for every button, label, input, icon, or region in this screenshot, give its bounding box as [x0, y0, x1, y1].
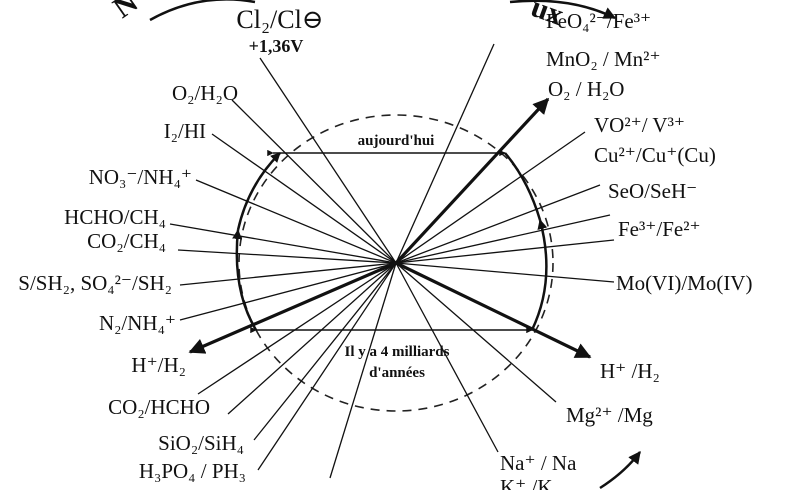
outer-arc-bottom-right [599, 451, 641, 490]
left-couple: O₂/H₂O [172, 81, 238, 105]
left-couple: N₂/NH₄⁺ [99, 311, 176, 335]
right-couple: O₂ / H₂O [548, 77, 624, 101]
outer-arc-left-text: N [107, 0, 144, 25]
outer-arc-left [149, 0, 256, 22]
bold-arrow-o2 [394, 97, 550, 265]
right-couple: Fe³⁺/Fe²⁺ [618, 217, 701, 241]
left-couple: SiO₂/SiH₄ [158, 431, 244, 455]
left-arc-lower [232, 229, 258, 331]
right-couple: FeO₄²⁻/Fe³⁺ [546, 9, 651, 33]
today-box-bg [340, 128, 452, 150]
top-potential-label: +1,36V [249, 36, 304, 56]
right-couple: H⁺ /H₂ [600, 359, 660, 383]
right-arc-lower [530, 219, 548, 331]
right-couples: FeO₄²⁻/Fe³⁺ MnO₂ / Mn²⁺ O₂ / H₂O VO²⁺/ V… [500, 9, 752, 494]
right-couple: K⁺ /K [500, 475, 553, 490]
right-couple: Mo(VI)/Mo(IV) [616, 271, 752, 295]
past-label-line2: d'années [369, 365, 425, 381]
today-label: aujourd'hui [358, 133, 435, 149]
left-couple: I₂/HI [164, 119, 206, 143]
right-couple: Mg²⁺ /Mg [566, 403, 653, 427]
bold-arrow-h2-left [188, 261, 397, 354]
outer-arc-right [509, 0, 617, 20]
left-couple: CO₂/HCHO [108, 395, 210, 419]
left-couple: H⁺/H₂ [131, 353, 186, 377]
dashed-ellipse [238, 114, 554, 412]
top-couple-label: Cl₂/Cl⊖ [236, 5, 323, 34]
right-couple: Na⁺ / Na [500, 451, 577, 475]
left-couple: CO₂/CH₄ [87, 229, 166, 253]
past-box-bg [328, 338, 466, 382]
right-couple: SeO/SeH⁻ [608, 179, 697, 203]
left-arc-upper [236, 152, 281, 231]
left-couple: HCHO/CH₄ [64, 205, 166, 229]
right-couple: VO²⁺/ V³⁺ [594, 113, 685, 137]
bold-arrow-h2-right [395, 261, 592, 359]
right-couple: Cu²⁺/Cu⁺(Cu) [594, 143, 716, 167]
right-arc-upper [504, 152, 542, 221]
left-couple: S/SH₂, SO₄²⁻/SH₂ [18, 271, 172, 295]
left-couple: NO₃⁻/NH₄⁺ [89, 165, 192, 189]
radial-lines [169, 43, 615, 479]
left-couple: H₃PO₄ / PH₃ [139, 459, 246, 483]
left-couples: O₂/H₂O I₂/HI NO₃⁻/NH₄⁺ HCHO/CH₄ CO₂/CH₄ … [18, 81, 246, 483]
past-label-line1: Il y a 4 milliards [344, 344, 449, 360]
right-couple: MnO₂ / Mn²⁺ [546, 47, 661, 71]
